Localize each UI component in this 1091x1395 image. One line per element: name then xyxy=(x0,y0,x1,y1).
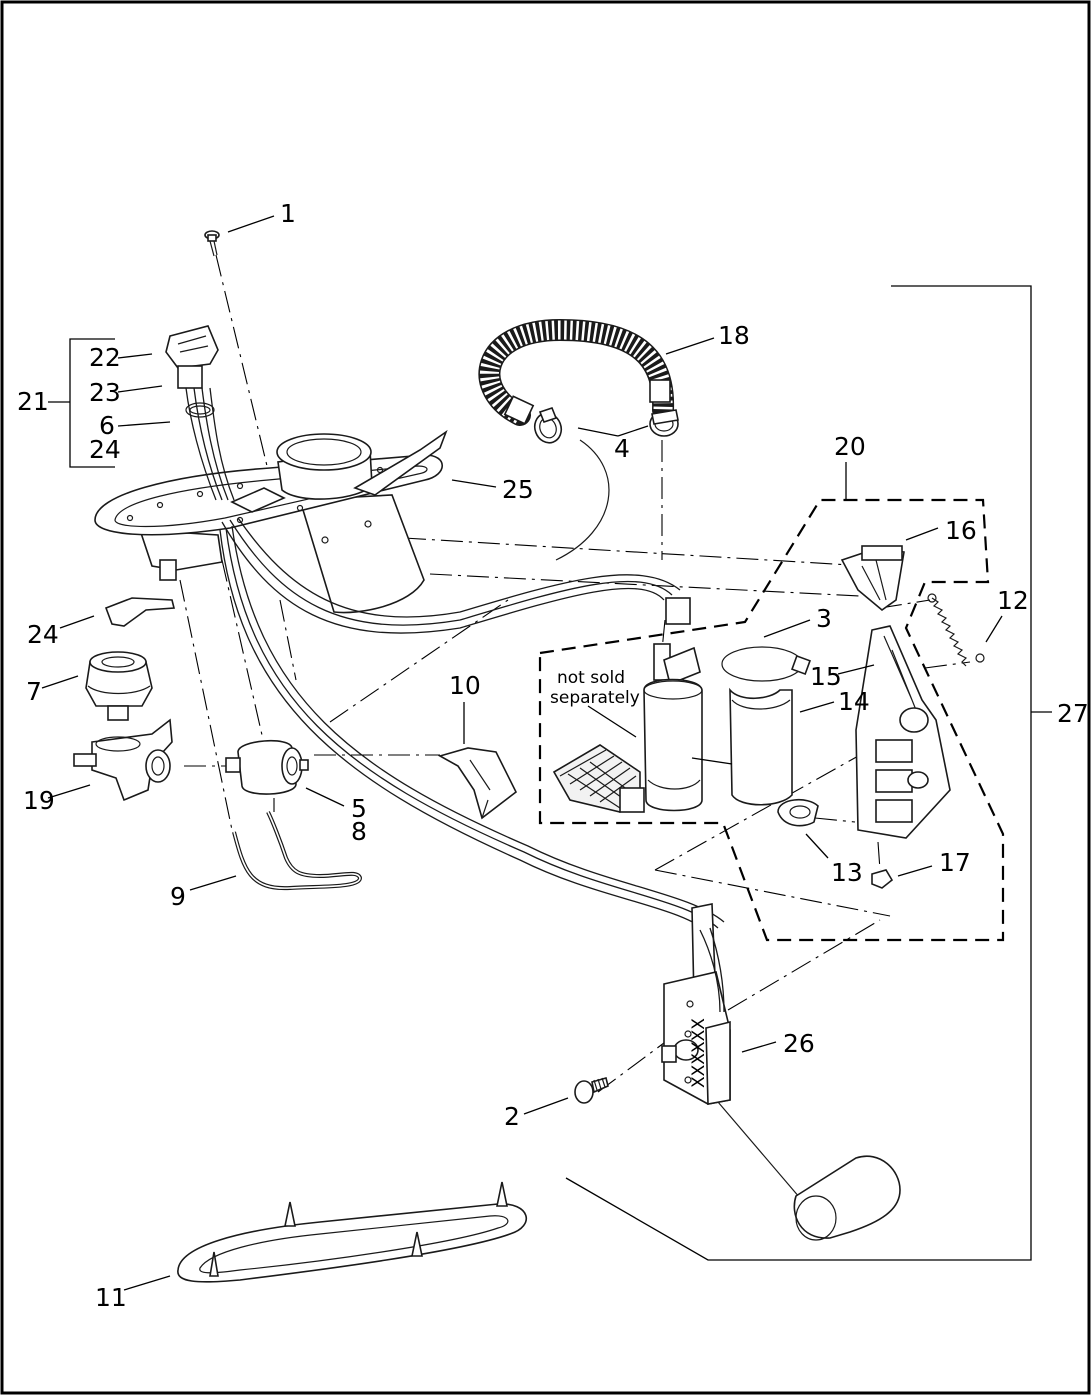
callout-26: 26 xyxy=(783,1029,815,1058)
note-line-1: not sold xyxy=(557,668,625,688)
clip-part-24 xyxy=(104,597,176,627)
callout-15: 15 xyxy=(810,662,842,691)
callout-9: 9 xyxy=(170,882,186,911)
callout-24-top: 24 xyxy=(89,435,121,464)
nut-part-17 xyxy=(871,869,894,889)
clamp-part-4 xyxy=(533,407,679,444)
callout-21: 21 xyxy=(17,387,49,416)
sender-label-code: XXXXXX xyxy=(689,1018,709,1088)
gasket-part-11 xyxy=(177,1181,528,1283)
callout-14: 14 xyxy=(838,687,870,716)
flange-part-25 xyxy=(94,429,448,614)
not-sold-separately-note: not sold separately xyxy=(550,668,640,708)
o-ring-part-6 xyxy=(185,402,215,418)
callout-numbers: 1 22 23 21 6 24 18 4 20 25 16 12 3 24 15… xyxy=(17,199,1089,1312)
leader-lines xyxy=(41,215,1003,1291)
retainer-part-9 xyxy=(232,811,363,891)
callout-17: 17 xyxy=(939,848,971,877)
callout-16: 16 xyxy=(945,516,977,545)
callout-13: 13 xyxy=(831,858,863,887)
callout-18: 18 xyxy=(718,321,750,350)
sender-wires xyxy=(219,525,725,936)
callout-2: 2 xyxy=(504,1102,520,1131)
spring-part-12 xyxy=(927,593,985,667)
screw-part-1 xyxy=(204,230,220,257)
callout-24-left: 24 xyxy=(27,620,59,649)
callout-20: 20 xyxy=(834,432,866,461)
bracket-part-15 xyxy=(855,625,951,839)
callout-5: 5 xyxy=(351,794,367,823)
retainer-part-13 xyxy=(777,799,819,827)
bracket-part-10 xyxy=(437,747,518,820)
fitting-part-19 xyxy=(73,718,173,802)
callout-27: 27 xyxy=(1057,699,1089,728)
housing-part-16 xyxy=(840,545,905,612)
callout-7: 7 xyxy=(26,677,42,706)
callout-19: 19 xyxy=(23,786,55,815)
callout-22: 22 xyxy=(89,343,121,372)
sender-part-26: XXXXXX xyxy=(661,903,901,1241)
hose-part-18 xyxy=(478,318,675,426)
phantom-lines xyxy=(179,254,971,1093)
sleeve-part-14 xyxy=(729,687,793,806)
bracket-21 xyxy=(69,338,115,468)
regulator-part-7 xyxy=(85,651,153,721)
callout-4: 4 xyxy=(614,434,630,463)
bracket-27 xyxy=(565,285,1032,1261)
kit-20-boundary xyxy=(538,498,1005,942)
callout-25: 25 xyxy=(502,475,534,504)
callout-8: 8 xyxy=(351,817,367,846)
wire-harness xyxy=(221,439,691,634)
callout-1: 1 xyxy=(280,199,296,228)
screw-part-2 xyxy=(574,1077,609,1104)
fuel-pump xyxy=(643,643,733,812)
strap-part-3 xyxy=(721,646,811,682)
callout-6: 6 xyxy=(99,411,115,440)
callout-11: 11 xyxy=(95,1283,127,1312)
filter-part-5 xyxy=(225,739,309,795)
callout-23: 23 xyxy=(89,378,121,407)
callout-10: 10 xyxy=(449,671,481,700)
note-line-2: separately xyxy=(550,688,640,708)
callout-12: 12 xyxy=(997,586,1029,615)
callout-3: 3 xyxy=(816,604,832,633)
strainer xyxy=(552,744,645,813)
gasket-studs xyxy=(209,1181,508,1277)
connector-part-22 xyxy=(165,325,235,501)
